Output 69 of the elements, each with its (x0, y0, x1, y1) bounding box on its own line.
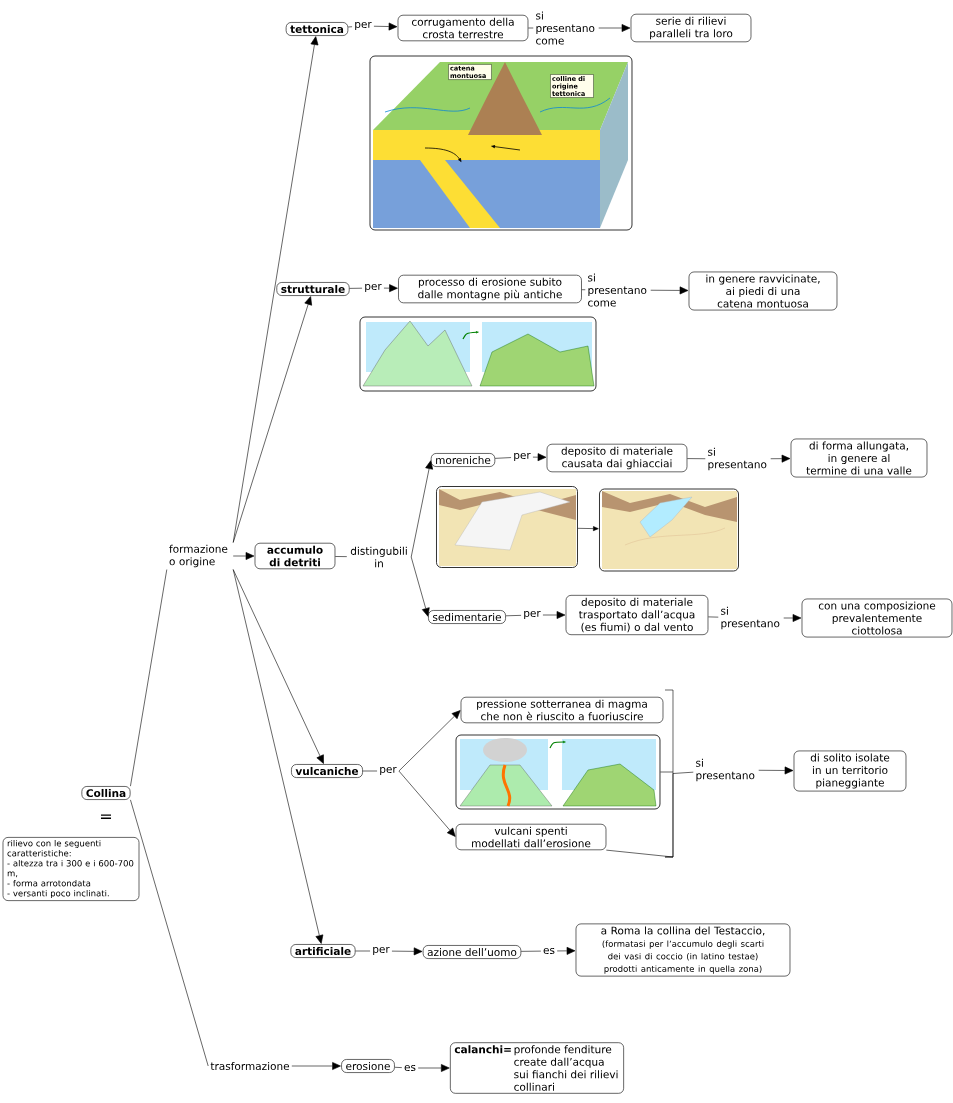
concept-box: deposito di materiale trasportato dall’acqua (es fiumi) o dal vento (565, 595, 709, 635)
concept-box: pressione sotterranea di magma che non è riuscito a fuoriuscire (460, 696, 664, 724)
linking-phrase: per (521, 609, 543, 622)
linking-phrase: si presentano (693, 756, 759, 784)
lake-drawing (599, 488, 739, 572)
mountains-drawing (359, 316, 597, 392)
arrow (232, 569, 324, 944)
linking-phrase: per (370, 944, 392, 958)
bracket-connector (606, 689, 694, 858)
linking-phrase: per (362, 282, 384, 295)
linking-phrase: per (511, 451, 533, 464)
linking-phrase: si presentano (705, 445, 771, 473)
concept-box: strutturale (276, 282, 350, 296)
arrow (783, 614, 802, 622)
concept-box: vulcaniche (291, 764, 363, 778)
arrow (291, 1062, 341, 1070)
arrow (383, 284, 398, 293)
arrow (410, 556, 430, 617)
linking-phrase: trasformazione (208, 1059, 292, 1073)
concept-box: con una composizione prevalentemente ciottolosa (801, 598, 953, 638)
concept-box: accumulo di detriti (254, 542, 336, 570)
concept-box: serie di rilievi paralleli tra loro (630, 13, 752, 43)
arrow (598, 24, 631, 32)
linking-phrase: si presentano come (533, 9, 599, 47)
definition-box: rilievo con le seguenti caratteristiche: - altezza tra i 300 e i 600-700 m, - forma arrotondata - versanti poco inclinati. (2, 837, 140, 901)
arrow (232, 552, 255, 560)
arrow (398, 770, 456, 837)
block-diagram-drawing (369, 55, 633, 231)
concept-box: vulcani spenti modellati dall’erosione (455, 823, 607, 851)
arrow (417, 1064, 450, 1072)
arrow (232, 569, 324, 764)
arrow (373, 22, 398, 31)
linking-phrase: es (541, 946, 557, 956)
arrow (232, 296, 312, 543)
arrow (577, 526, 599, 532)
arrow (410, 460, 433, 558)
concept-box: corrugamento della crosta terrestre (397, 14, 529, 42)
arrow (398, 710, 461, 772)
concept-box: processo di erosione subito dalle montagne più antiche (398, 274, 582, 304)
glacier-drawing (436, 486, 578, 568)
linking-phrase: si presentano (718, 604, 784, 632)
arrow (770, 454, 791, 463)
arrow (542, 611, 566, 619)
concept-box: calanchi= profonde fenditure create dall’acqua sui fianchi dei rilievi collinari (450, 1042, 624, 1094)
linking-phrase: formazione o origine (167, 542, 233, 570)
arrow (758, 766, 794, 775)
concept-box: di solito isolate in un territorio pianeggiante (793, 750, 907, 792)
linking-phrase: es (402, 1063, 418, 1073)
volcano-drawing (455, 734, 661, 810)
concept-box: sedimentarie (428, 610, 506, 624)
arrow (556, 946, 576, 955)
arrow (650, 286, 689, 295)
concept-box: erosione (341, 1059, 395, 1073)
arrow (391, 947, 423, 956)
equals-sign: = (101, 814, 111, 819)
linking-phrase: per (377, 765, 399, 778)
concept-box: Collina (81, 786, 131, 800)
arrow (532, 453, 547, 462)
concept-box: artificiale (290, 944, 356, 958)
concept-box: deposito di materiale causata dai ghiacciai (546, 443, 688, 473)
concept-box: tettonica (285, 22, 349, 36)
concept-box: in genere ravvicinate, ai piedi di una catena montuosa (688, 271, 838, 311)
concept-box: moreniche (430, 453, 496, 467)
linking-phrase: per (352, 20, 374, 33)
concept-box: di forma allungata, in genere al termine di una valle (790, 438, 928, 478)
concept-box: azione dell’uomo (422, 945, 522, 959)
linking-phrase: distingubili in (347, 544, 411, 570)
concept-box: a Roma la collina del Testaccio, (formatasi per l’accumulo degli scarti dei vasi di coccio (in latino testae) prodotti anticamente in quella zona) (575, 923, 791, 977)
linking-phrase: si presentano come (585, 271, 651, 309)
